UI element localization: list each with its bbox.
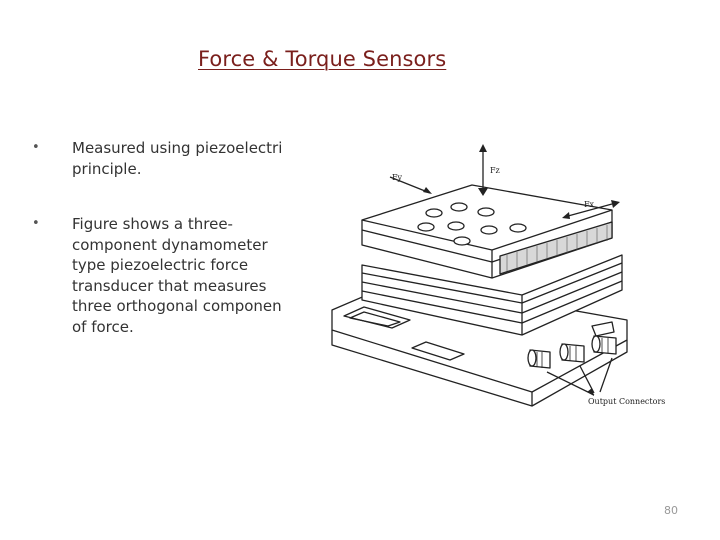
- page-number: 80: [664, 504, 678, 517]
- dynamometer-figure: Fy Fz Fx Output Connectors: [322, 130, 674, 415]
- bullet-text: Measured using piezoelectri principle.: [72, 139, 283, 178]
- bullet-list: • Measured using piezoelectri principle.…: [32, 138, 292, 372]
- bullet-item: • Measured using piezoelectri principle.: [32, 138, 292, 179]
- dynamometer-drawing: Fy Fz Fx Output Connectors: [331, 144, 665, 407]
- force-label-fz: Fz: [490, 166, 500, 175]
- bullet-text: Figure shows a three- component dynamome…: [72, 215, 282, 336]
- bullet-marker: •: [32, 216, 40, 231]
- bullet-marker: •: [32, 140, 40, 155]
- force-label-fx: Fx: [584, 200, 595, 209]
- bullet-item: • Figure shows a three- component dynamo…: [32, 214, 292, 337]
- output-connectors-label: Output Connectors: [588, 397, 665, 406]
- slide-title: Force & Torque Sensors: [198, 47, 447, 71]
- force-label-fy: Fy: [392, 173, 403, 182]
